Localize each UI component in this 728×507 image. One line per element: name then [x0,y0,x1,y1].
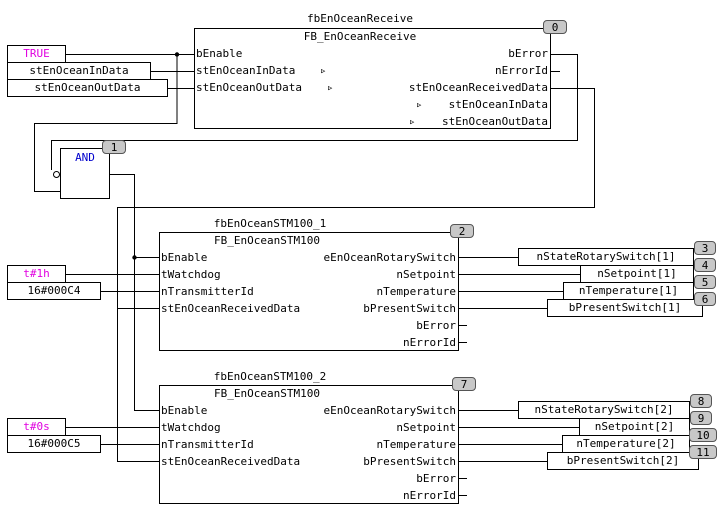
block0-type-name: FB_EnOceanReceive [303,30,417,43]
block0-inout-marker: ▹ [409,115,416,128]
block7-out-setpoint: nSetpoint [396,421,456,434]
block2-in-ntransmitterid: nTransmitterId [161,285,254,298]
block0-in-outdata: stEnOceanOutData [196,81,302,94]
block0-in-indata: stEnOceanInData [196,64,296,77]
block0-badge: 0 [543,20,567,34]
block0-in-benable: bEnable [196,47,243,60]
block2-badge: 2 [450,224,474,238]
block2-out-setpoint: nSetpoint [396,268,456,281]
block0-out-received: stEnOceanReceivedData [408,81,548,94]
output-badge-11: 11 [689,445,717,459]
output-badge-6: 6 [694,292,716,306]
block7-out-berror: bError [416,472,456,485]
and-label: AND [75,151,95,164]
block7-instance-name: fbEnOceanSTM100_2 [213,370,327,383]
block7-in-ntransmitterid: nTransmitterId [161,438,254,451]
const-true[interactable]: TRUE [7,45,66,63]
and-badge: 1 [102,140,126,154]
block2-instance-name: fbEnOceanSTM100_1 [213,217,327,230]
block2-box[interactable] [159,232,459,351]
output-var-temperature-1[interactable]: nTemperature[1] [563,282,694,300]
block7-in-benable: bEnable [161,404,208,417]
block7-in-twatchdog: tWatchdog [161,421,221,434]
const-t0s[interactable]: t#0s [7,418,66,436]
output-badge-4: 4 [694,258,716,272]
block2-out-presentswitch: bPresentSwitch [363,302,456,315]
output-var-setpoint-2[interactable]: nSetpoint[2] [579,418,690,436]
output-var-setpoint-1[interactable]: nSetpoint[1] [580,265,694,283]
block0-box[interactable] [194,28,551,129]
block2-out-berror: bError [416,319,456,332]
block2-type-name: FB_EnOceanSTM100 [214,234,320,247]
and-block[interactable] [60,148,110,199]
output-badge-5: 5 [694,275,716,289]
block0-inout-marker: ▹ [320,64,327,77]
wire-received-data [117,88,595,462]
const-t1h[interactable]: t#1h [7,265,66,283]
output-badge-8: 8 [690,394,712,408]
block2-out-rotary: eEnOceanRotarySwitch [323,251,456,264]
block0-out-indata: stEnOceanInData [448,98,548,111]
block7-type-name: FB_EnOceanSTM100 [214,387,320,400]
negation-circle [53,171,60,178]
const-hex-c4[interactable]: 16#000C4 [7,282,101,300]
block0-inout-marker: ▹ [416,98,423,111]
block0-out-nerrorid: nErrorId [495,64,548,77]
wire-and-out [109,174,160,411]
output-var-rotary-1[interactable]: nStateRotarySwitch[1] [518,248,694,266]
block7-out-temperature: nTemperature [376,438,456,451]
output-badge-3: 3 [694,241,716,255]
block7-box[interactable] [159,385,459,504]
block0-out-berror: bError [508,47,548,60]
block7-badge: 7 [452,377,476,391]
block0-out-outdata: stEnOceanOutData [442,115,548,128]
block0-instance-name: fbEnOceanReceive [307,12,413,25]
var-outdata[interactable]: stEnOceanOutData [7,79,168,97]
output-badge-10: 10 [689,428,717,442]
block7-out-presentswitch: bPresentSwitch [363,455,456,468]
block2-in-twatchdog: tWatchdog [161,268,221,281]
block7-out-nerrorid: nErrorId [403,489,456,502]
junction-dot [132,255,137,260]
block7-in-received: stEnOceanReceivedData [161,455,301,468]
wire-true-and-branch [34,54,178,192]
wire-berror-and [51,54,578,170]
output-var-temperature-2[interactable]: nTemperature[2] [562,435,690,453]
block2-in-received: stEnOceanReceivedData [161,302,301,315]
block2-out-temperature: nTemperature [376,285,456,298]
var-indata[interactable]: stEnOceanInData [7,62,151,80]
block2-out-nerrorid: nErrorId [403,336,456,349]
output-var-rotary-2[interactable]: nStateRotarySwitch[2] [518,401,690,419]
output-var-presentswitch-2[interactable]: bPresentSwitch[2] [547,452,699,470]
block0-inout-marker: ▹ [327,81,334,94]
output-badge-9: 9 [690,411,712,425]
block7-out-rotary: eEnOceanRotarySwitch [323,404,456,417]
const-hex-c5[interactable]: 16#000C5 [7,435,101,453]
block2-in-benable: bEnable [161,251,208,264]
junction-dot [174,52,180,57]
output-var-presentswitch-1[interactable]: bPresentSwitch[1] [547,299,703,317]
